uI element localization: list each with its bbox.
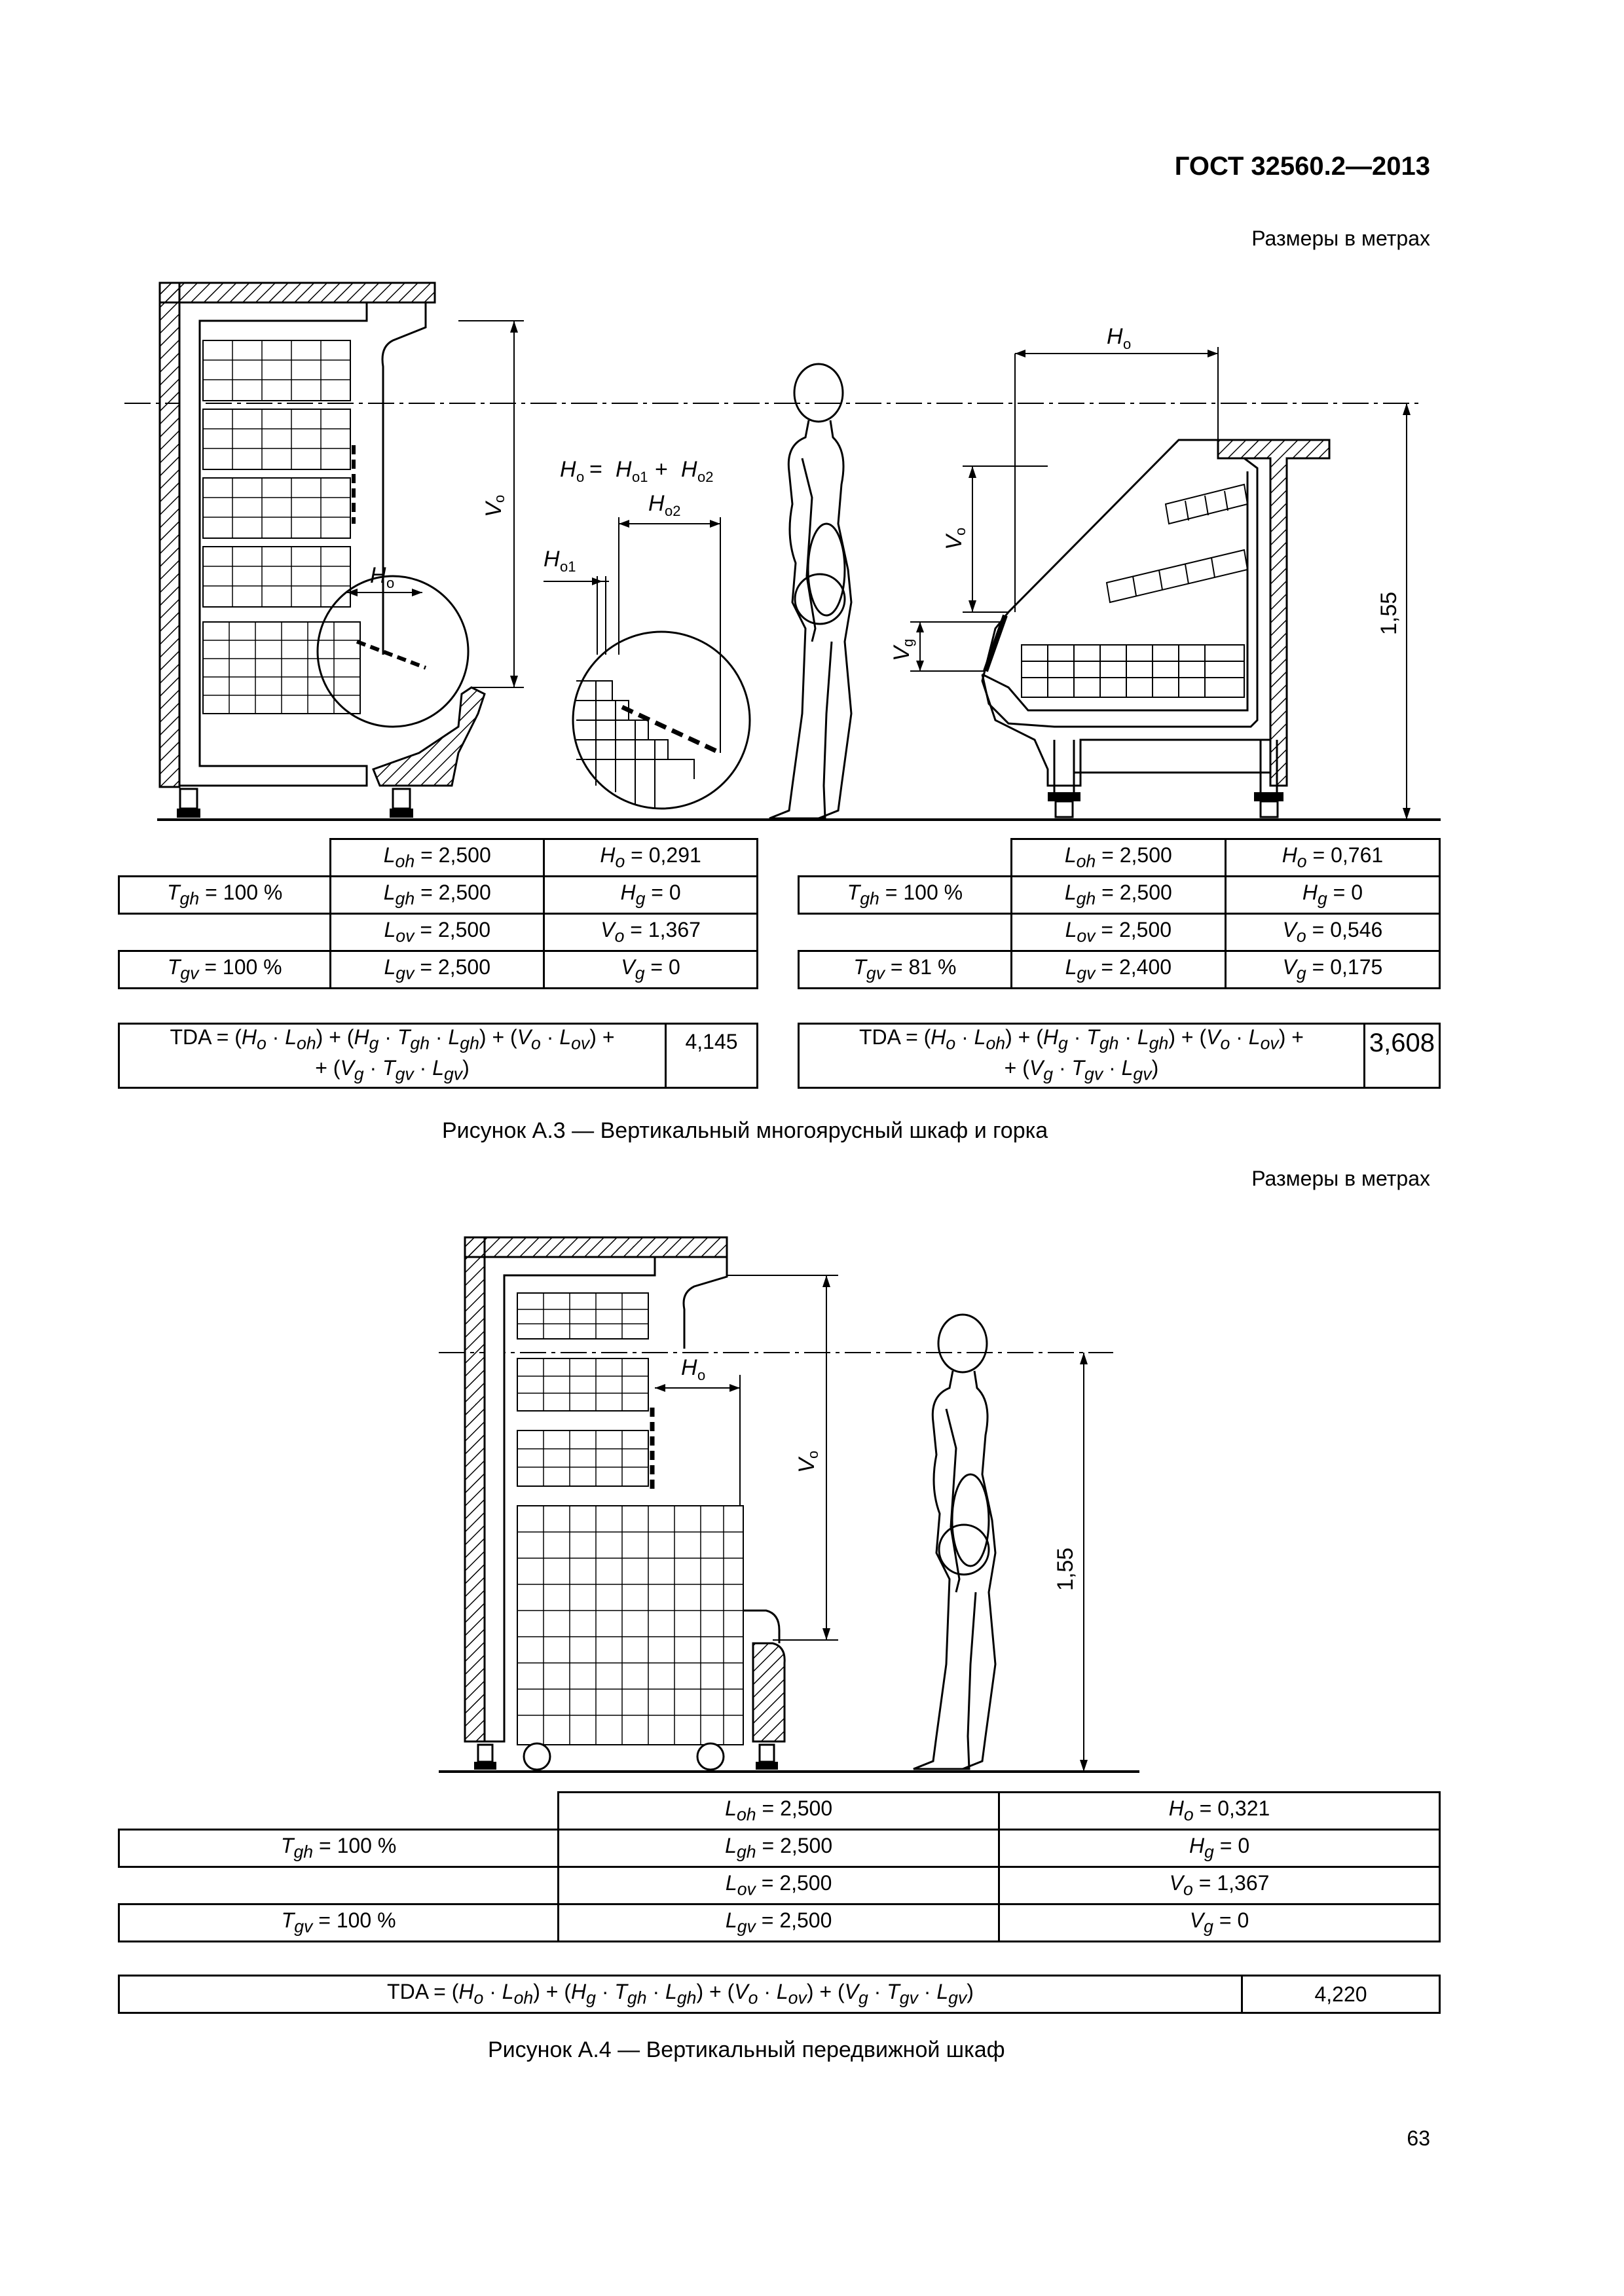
svg-text:H: H	[648, 491, 665, 516]
svg-text:H: H	[616, 457, 632, 482]
fig4-tda-table: TDA = (Ho · Loh) + (Hg · Tgh · Lgh) + (V…	[118, 1975, 1441, 2014]
fig4-params-table: Loh = 2,500 Ho = 0,321 Tgh = 100 % Lgh =…	[117, 1791, 1441, 1942]
svg-text:+: +	[655, 457, 668, 482]
person-figure-4	[913, 1313, 997, 1770]
svg-text:o: o	[1123, 336, 1131, 352]
svg-text:V: V	[794, 1456, 819, 1473]
svg-text:o: o	[697, 1367, 705, 1383]
hg-cell: Hg = 0	[543, 875, 758, 915]
units-note: Размеры в метрах	[1251, 227, 1430, 250]
svg-text:o: o	[805, 1451, 821, 1459]
ho-label-left: H	[370, 563, 386, 588]
fig3-right-tda-table: TDA = (Ho · Loh) + (Hg · Tgh · Lgh) + (V…	[798, 1023, 1441, 1089]
svg-text:H: H	[560, 457, 576, 482]
fig3-right-params-table: Loh = 2,500 Ho = 0,761 Tgh = 100 % Lgh =…	[798, 838, 1441, 989]
tda-value-right: 3,608	[1363, 1023, 1441, 1089]
svg-text:o2: o2	[697, 469, 713, 485]
svg-text:H: H	[681, 457, 697, 482]
svg-text:1,55: 1,55	[1376, 592, 1401, 635]
svg-text:V: V	[889, 644, 914, 661]
standard-header: ГОСТ 32560.2—2013	[1174, 152, 1430, 181]
fig3-left-tda-table: TDA = (Ho · Loh) + (Hg · Tgh · Lgh) + (V…	[118, 1023, 758, 1089]
person-figure-3	[769, 363, 853, 820]
lgv-cell: Lgv = 2,500	[329, 950, 545, 989]
tda-formula: TDA = (Ho · Loh) + (Hg · Tgh · Lgh) + (V…	[118, 1023, 667, 1089]
svg-text:o: o	[386, 575, 394, 591]
figure-a4-caption: Рисунок А.4 — Вертикальный передвижной ш…	[488, 2037, 1005, 2062]
svg-text:o: o	[576, 469, 584, 485]
svg-text:o1: o1	[632, 469, 648, 485]
svg-text:V: V	[942, 533, 967, 550]
fig4-tda-value: 4,220	[1241, 1975, 1441, 2014]
svg-text:1,55: 1,55	[1053, 1548, 1078, 1591]
tgh-cell: Tgh = 100 %	[117, 875, 332, 915]
vg-cell: Vg = 0	[543, 950, 758, 989]
svg-text:H: H	[1107, 324, 1123, 349]
figure-a3-caption: Рисунок А.3 — Вертикальный многоярусный …	[442, 1118, 1048, 1143]
units-note-2: Размеры в метрах	[1251, 1167, 1430, 1190]
svg-text:o: o	[491, 495, 507, 503]
lgh-cell: Lgh = 2,500	[329, 875, 545, 915]
tgv-cell: Tgv = 100 %	[117, 950, 332, 989]
svg-text:H: H	[544, 547, 560, 572]
tda-value: 4,145	[665, 1023, 758, 1089]
fig3-left-params-table: Loh = 2,500 Ho = 0,291 Tgh = 100 % Lgh =…	[117, 838, 758, 989]
svg-text:o1: o1	[560, 558, 576, 575]
vo-cell: Vo = 1,367	[543, 913, 758, 952]
svg-text:H: H	[681, 1355, 697, 1380]
multi-deck-cabinet: H o V o	[158, 282, 524, 818]
svg-text:=: =	[589, 457, 602, 482]
loh-cell: Loh = 2,500	[329, 838, 545, 877]
page-number: 63	[1407, 2126, 1430, 2150]
svg-text:g: g	[900, 639, 916, 647]
svg-text:o: o	[952, 528, 969, 536]
ho-cell: Ho = 0,291	[543, 838, 758, 877]
lov-cell: Lov = 2,500	[329, 913, 545, 952]
svg-text:V: V	[481, 500, 506, 517]
svg-text:o2: o2	[665, 503, 680, 519]
